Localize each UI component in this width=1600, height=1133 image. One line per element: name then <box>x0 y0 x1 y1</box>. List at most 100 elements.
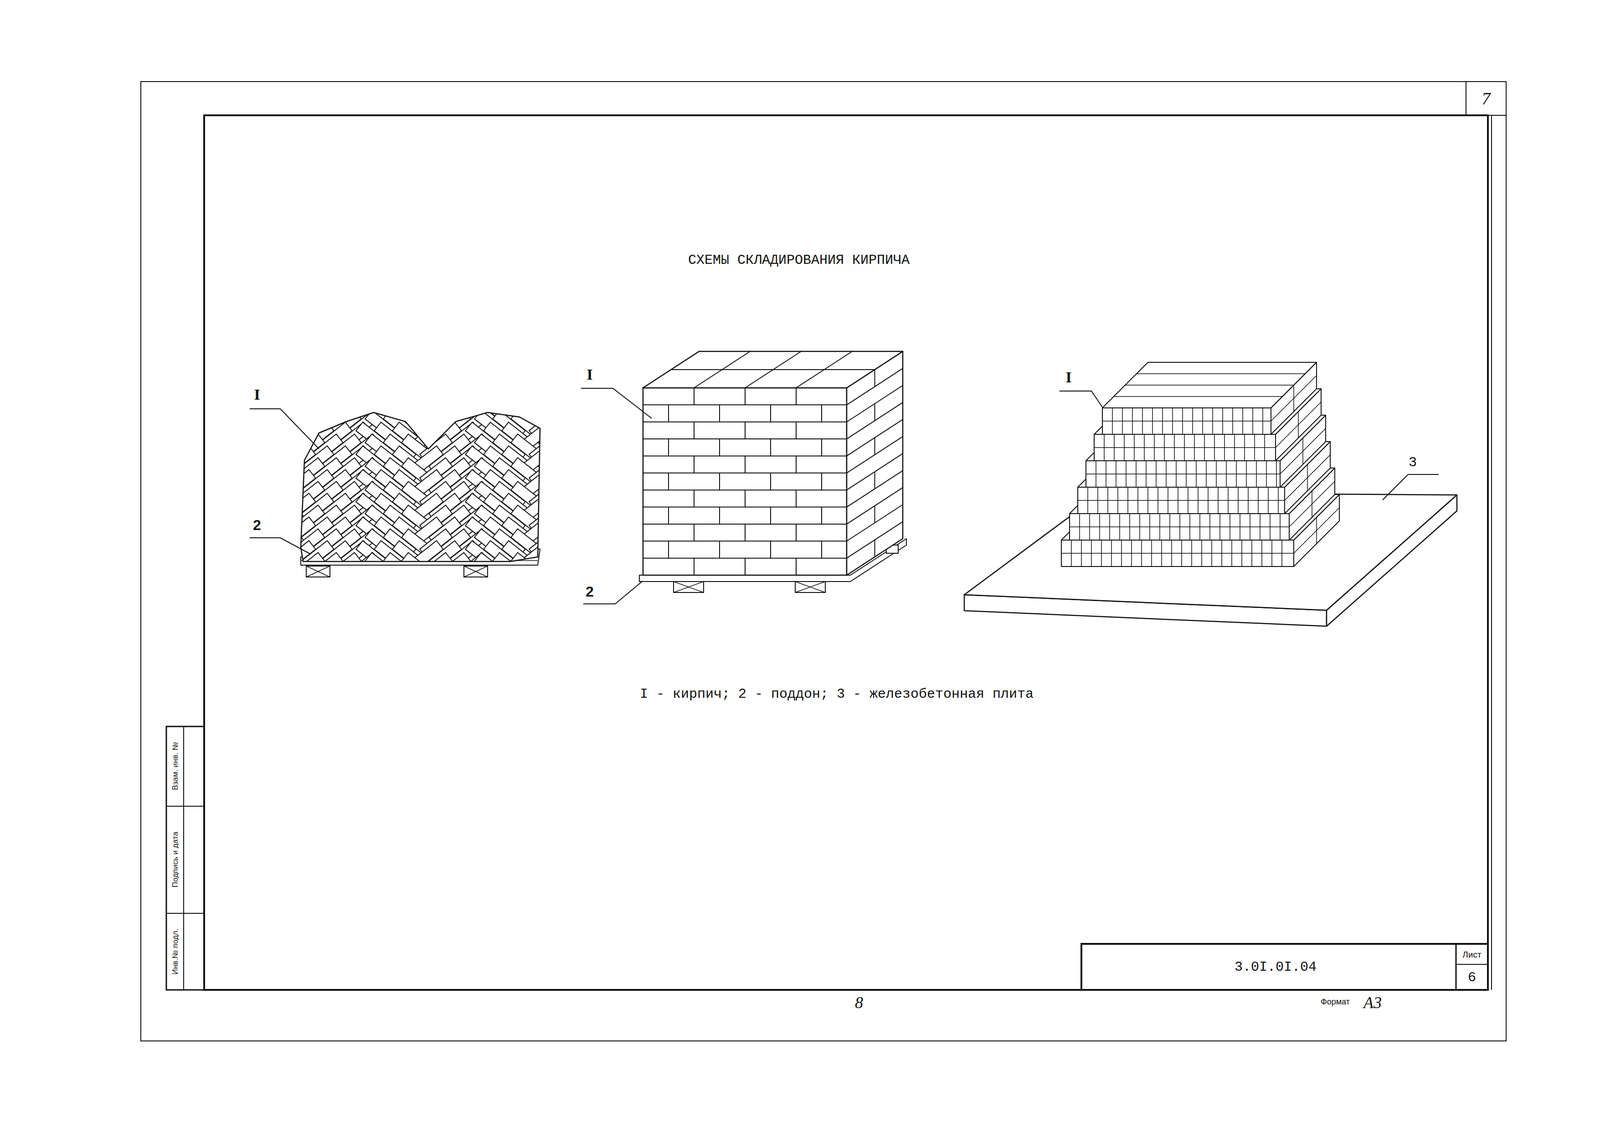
legend-caption: I - кирпич; 2 - поддон; 3 - железобетонн… <box>639 687 1034 701</box>
brick-joint <box>1252 407 1254 435</box>
title-block-line <box>1455 963 1488 965</box>
brick-joint <box>719 540 721 558</box>
brick <box>529 386 562 416</box>
leader-lines <box>249 388 1439 604</box>
pallet-block <box>306 565 330 577</box>
brick-joint <box>874 403 876 421</box>
brick-joint <box>1199 513 1201 541</box>
brick-joint <box>846 419 903 456</box>
brick <box>538 445 572 475</box>
page-number: 8 <box>854 994 864 1011</box>
brick <box>519 540 553 570</box>
brick <box>292 552 325 582</box>
brick-joint <box>1125 460 1127 488</box>
brick-joint <box>770 540 772 558</box>
brick-joint <box>1090 540 1092 567</box>
brick-joint <box>1129 513 1131 541</box>
side-stamp <box>166 726 205 990</box>
brick-joint <box>1244 434 1246 461</box>
brick-joint <box>1133 434 1135 461</box>
brick-joint <box>1070 540 1072 567</box>
brick <box>419 386 453 416</box>
brick-joint <box>846 504 903 541</box>
brick-joint <box>1201 540 1203 567</box>
pallet-hatch <box>463 565 488 577</box>
brick-joint <box>846 385 903 422</box>
brick-joint <box>770 473 772 490</box>
brick-joint <box>1085 473 1281 475</box>
brick-joint <box>744 387 746 405</box>
brick-joint <box>1105 460 1107 488</box>
brick-joint <box>846 487 903 525</box>
brick-joint <box>744 489 746 507</box>
brick-joint <box>1219 513 1221 541</box>
brick-pattern <box>282 386 581 582</box>
brick <box>401 552 435 582</box>
sheet-number: 6 <box>1467 970 1477 985</box>
callout-number: I <box>253 386 260 403</box>
pallet-hatch <box>795 581 826 593</box>
brick-joint <box>1189 513 1191 541</box>
brick-joint <box>1262 407 1264 435</box>
brick-joint <box>643 472 847 474</box>
brick-joint <box>846 436 903 474</box>
brick-joint <box>1169 513 1171 541</box>
leader-line <box>1382 474 1439 500</box>
brick-joint <box>1131 540 1132 567</box>
brick <box>538 398 572 428</box>
brick-joint <box>1251 540 1253 567</box>
brick <box>538 493 572 522</box>
brick-joint <box>719 404 721 422</box>
brick <box>419 552 453 582</box>
title-block-line <box>1455 943 1457 990</box>
brick <box>538 469 572 499</box>
brick-joint <box>1152 407 1153 435</box>
brick-joint <box>1079 513 1081 541</box>
leader-line <box>249 537 310 554</box>
brick-joint <box>1239 513 1241 541</box>
brick <box>538 516 572 546</box>
brick-joint <box>770 438 772 456</box>
herringbone-brick-pile <box>282 386 581 582</box>
brick <box>510 552 544 582</box>
inner-frame <box>204 115 1488 990</box>
brick <box>401 386 435 416</box>
brick-joint <box>668 507 669 525</box>
brick-joint <box>693 421 695 439</box>
brick-joint <box>1271 540 1273 567</box>
brick-joint <box>1109 513 1111 541</box>
brick-joint <box>1095 460 1097 488</box>
brick-joint <box>1234 434 1235 461</box>
callout-number: I <box>1065 369 1072 386</box>
callout-number: 2 <box>585 584 594 599</box>
brick-joint <box>1259 513 1261 541</box>
brick-joint <box>1131 407 1133 435</box>
brick-joint <box>1197 487 1199 514</box>
brick-joint <box>693 489 695 507</box>
brick-joint <box>693 455 695 473</box>
brick-joint <box>874 505 876 523</box>
brick-joint <box>643 540 847 542</box>
brick-joint <box>1121 540 1122 567</box>
brick-joint <box>744 558 746 576</box>
pallet-block <box>673 581 704 593</box>
brick-joint <box>1100 540 1102 567</box>
brick-joint <box>846 402 903 439</box>
brick-joint <box>1161 540 1163 567</box>
outer-frame <box>140 81 1507 1041</box>
brick <box>383 386 417 416</box>
brick-joint <box>795 421 797 439</box>
brick-joint <box>1279 513 1281 541</box>
brick-joint <box>846 470 903 508</box>
brick-joint <box>1202 407 1204 435</box>
brick-joint <box>1227 487 1229 514</box>
callout-number: 2 <box>252 517 262 533</box>
pallet-block <box>463 565 488 577</box>
brick-joint <box>1149 513 1151 541</box>
brick-joint <box>1113 434 1115 461</box>
top-face <box>643 351 903 388</box>
brick-joint <box>744 421 746 439</box>
brick-joint <box>1125 384 1294 386</box>
brick-joint <box>1069 526 1290 528</box>
